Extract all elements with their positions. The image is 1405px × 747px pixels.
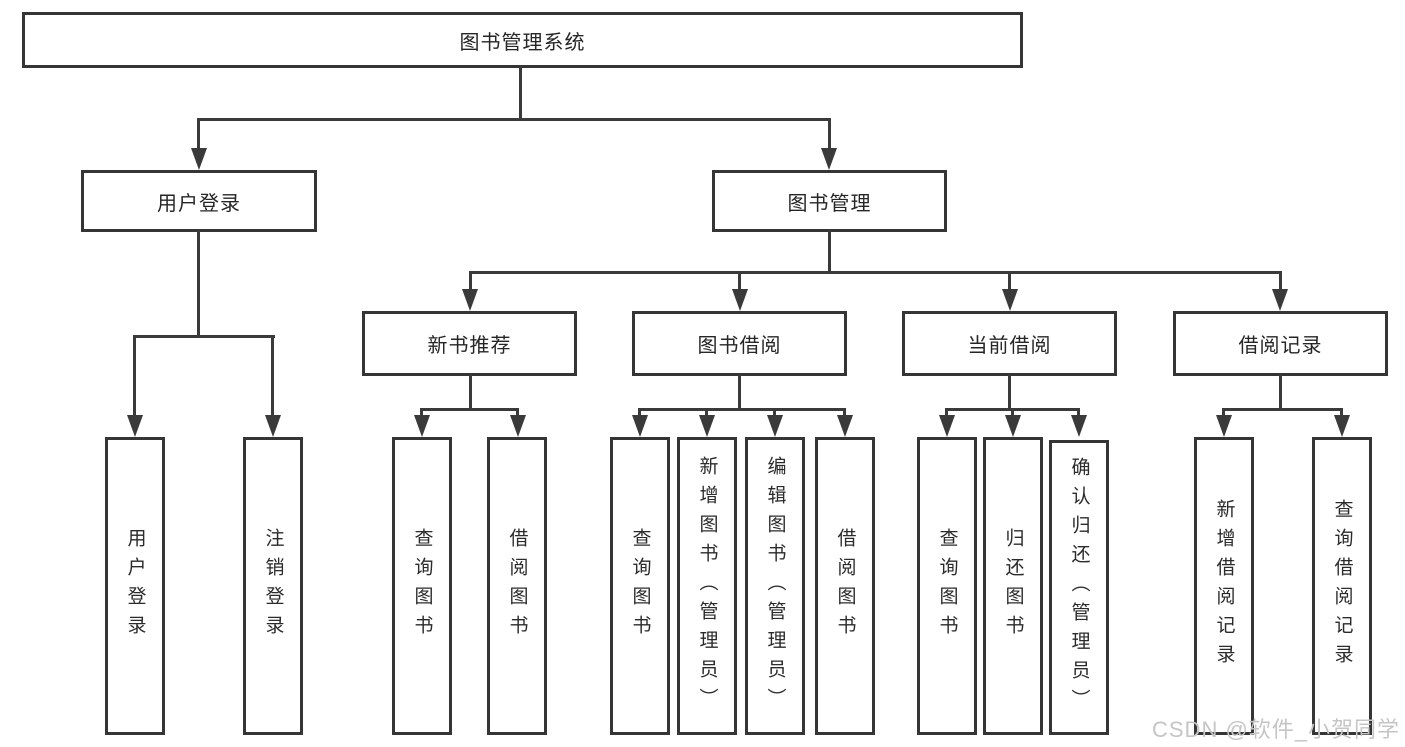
node-borrow-record: 借阅记录 — [1173, 311, 1388, 376]
arrow-down-icon — [821, 148, 837, 170]
connector-sec3-child-stub — [1340, 408, 1343, 420]
leaf-logout-label: 注销登录 — [262, 528, 284, 644]
arrow-down-icon — [632, 415, 648, 437]
leaf-borrow-book-2-label: 借阅图书 — [834, 528, 856, 644]
connector-userlogin-down — [197, 230, 200, 338]
arrow-down-icon — [462, 289, 478, 311]
connector-sec0-hline — [420, 408, 519, 411]
node-new-book-recommend: 新书推荐 — [362, 311, 577, 376]
arrow-down-icon — [1272, 289, 1288, 311]
connector-sec0-down — [469, 374, 472, 411]
node-current-borrow: 当前借阅 — [902, 311, 1117, 376]
connector-sec1-down — [738, 374, 741, 411]
leaf-borrow-book-1: 借阅图书 — [487, 437, 547, 735]
connector-sec3-child-stub — [1222, 408, 1225, 420]
node-new-book-recommend-label: 新书推荐 — [427, 335, 512, 357]
connector-section-stub — [738, 271, 741, 295]
node-book-borrow: 图书借阅 — [632, 311, 847, 376]
connector-bookmgmt-down — [828, 230, 831, 274]
node-borrow-record-label: 借阅记录 — [1238, 335, 1323, 357]
leaf-user-login: 用户登录 — [105, 437, 165, 735]
leaf-add-borrow-record: 新增借阅记录 — [1194, 437, 1254, 735]
node-user-login-label: 用户登录 — [157, 192, 241, 215]
node-book-mgmt: 图书管理 — [712, 170, 947, 232]
arrow-down-icon — [767, 415, 783, 437]
connector-sec0-child-stub — [420, 408, 423, 420]
connector-sec3-down — [1279, 374, 1282, 411]
arrow-down-icon — [939, 415, 955, 437]
arrow-down-icon — [732, 289, 748, 311]
arrow-down-icon — [1005, 415, 1021, 437]
leaf-return-book: 归还图书 — [983, 437, 1043, 735]
arrow-down-icon — [1002, 289, 1018, 311]
connector-sec1-child-stub — [773, 408, 776, 420]
node-user-login: 用户登录 — [81, 170, 317, 232]
leaf-return-book-label: 归还图书 — [1002, 528, 1024, 644]
connector-section-stub — [1279, 271, 1282, 295]
leaf-query-book-2: 查询图书 — [610, 437, 670, 735]
connector-sec2-child-stub — [1011, 408, 1014, 420]
leaf-borrow-book-2: 借阅图书 — [815, 437, 875, 735]
arrow-down-icon — [414, 415, 430, 437]
connector-sec1-hline — [638, 408, 846, 411]
leaf-borrow-book-1-label: 借阅图书 — [506, 528, 528, 644]
leaf-query-book-1-label: 查询图书 — [411, 528, 433, 644]
connector-level3-hline — [469, 271, 1282, 274]
arrow-down-icon — [265, 415, 281, 437]
node-book-borrow-label: 图书借阅 — [697, 335, 782, 357]
leaf-edit-book-admin: 编辑图书（管理员） — [745, 437, 805, 735]
leaf-query-book-3-label: 查询图书 — [936, 528, 958, 644]
connector-sec1-child-stub — [638, 408, 641, 420]
arrow-down-icon — [699, 415, 715, 437]
arrow-down-icon — [510, 415, 526, 437]
leaf-logout: 注销登录 — [243, 437, 303, 735]
arrow-down-icon — [127, 415, 143, 437]
leaf-query-book-1: 查询图书 — [392, 437, 452, 735]
connector-section-stub — [469, 271, 472, 295]
connector-root-stub — [519, 66, 522, 121]
leaf-query-borrow-record-label: 查询借阅记录 — [1331, 499, 1353, 673]
connector-level2-hline — [197, 118, 831, 121]
arrow-down-icon — [837, 415, 853, 437]
connector-sec1-child-stub — [843, 408, 846, 420]
leaf-user-login-label: 用户登录 — [124, 528, 146, 644]
leaf-confirm-return-admin-label: 确认归还（管理员） — [1068, 457, 1090, 718]
connector-section-stub — [1008, 271, 1011, 295]
arrow-down-icon — [1216, 415, 1232, 437]
leaf-add-book-admin-label: 新增图书（管理员） — [696, 455, 718, 717]
connector-sec3-hline — [1222, 408, 1342, 411]
arrow-down-icon — [1071, 415, 1087, 437]
connector-userlogin-child-stub — [133, 335, 136, 421]
leaf-add-book-admin: 新增图书（管理员） — [677, 437, 737, 735]
leaf-query-borrow-record: 查询借阅记录 — [1312, 437, 1372, 735]
connector-sec2-down — [1008, 374, 1011, 411]
connector-bookmgmt-stub — [828, 118, 831, 152]
arrow-down-icon — [1334, 415, 1350, 437]
connector-userlogin-child-stub — [271, 335, 274, 421]
leaf-edit-book-admin-label: 编辑图书（管理员） — [764, 455, 786, 717]
connector-sec1-child-stub — [705, 408, 708, 420]
connector-sec0-child-stub — [516, 408, 519, 420]
arrow-down-icon — [191, 148, 207, 170]
leaf-add-borrow-record-label: 新增借阅记录 — [1213, 499, 1235, 673]
connector-sec2-child-stub — [1077, 408, 1080, 420]
connector-sec2-child-stub — [945, 408, 948, 420]
node-library-system-label: 图书管理系统 — [459, 31, 586, 54]
connector-userlogin-hline — [133, 335, 275, 338]
node-library-system: 图书管理系统 — [22, 12, 1023, 68]
leaf-query-book-3: 查询图书 — [917, 437, 977, 735]
node-current-borrow-label: 当前借阅 — [967, 335, 1052, 357]
leaf-confirm-return-admin: 确认归还（管理员） — [1049, 440, 1109, 735]
leaf-query-book-2-label: 查询图书 — [629, 528, 651, 644]
watermark-text: CSDN @软件_小贺同学 — [1152, 717, 1401, 742]
connector-userlogin-stub — [197, 118, 200, 152]
node-book-mgmt-label: 图书管理 — [787, 192, 872, 215]
